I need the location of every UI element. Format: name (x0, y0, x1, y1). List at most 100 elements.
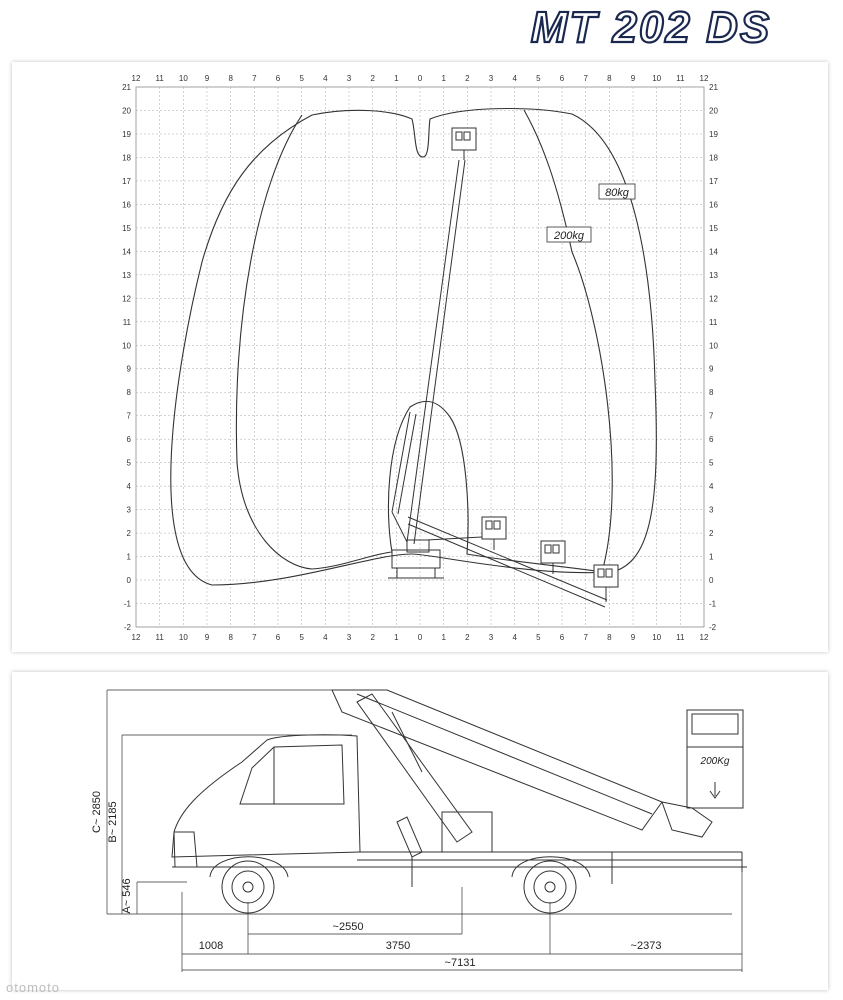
logo-text: MT 202 DS (531, 4, 772, 50)
basket-arrow (709, 782, 721, 799)
boom-horizontal (407, 516, 608, 608)
x-tick-label: 0 (418, 74, 423, 83)
envelope-80kg (170, 107, 657, 586)
y-tick-label: 2 (709, 529, 714, 538)
y-tick-label: 13 (709, 271, 718, 280)
y-tick-label: 19 (122, 130, 131, 139)
boom-vertical (391, 159, 466, 545)
dim-A-label: A~ 546 (121, 878, 133, 913)
front-grille (173, 831, 198, 868)
y-tick-label: 12 (122, 294, 131, 303)
y-tick-label: 21 (122, 83, 131, 92)
load-label-200kg: 200kg (553, 230, 585, 242)
x-tick-label: 6 (276, 74, 281, 83)
x-tick-label: 3 (489, 633, 494, 642)
y-tick-label: 14 (709, 247, 718, 256)
y-tick-label: 1 (709, 553, 714, 562)
y-tick-label: 9 (127, 365, 132, 374)
x-tick-label: 3 (347, 633, 352, 642)
y-tick-label: 3 (709, 506, 714, 515)
x-tick-label: 11 (676, 74, 685, 83)
y-tick-label: -1 (709, 600, 717, 609)
watermark: otomoto (6, 980, 60, 995)
x-tick-label: 1 (394, 74, 399, 83)
y-tick-label: 7 (127, 412, 132, 421)
y-tick-label: 6 (127, 435, 132, 444)
y-tick-label: 20 (122, 106, 131, 115)
y-tick-label: 21 (709, 83, 718, 92)
x-tick-label: 12 (132, 633, 141, 642)
basket-load-label: 200Kg (700, 756, 730, 767)
x-tick-label: 7 (583, 633, 588, 642)
y-tick-label: 17 (122, 177, 131, 186)
x-tick-label: 2 (465, 74, 470, 83)
y-tick-label: 20 (709, 106, 718, 115)
x-tick-label: 1 (441, 633, 446, 642)
x-tick-label: 4 (512, 633, 517, 642)
x-tick-label: 10 (652, 633, 661, 642)
x-tick-label: 11 (156, 74, 165, 83)
truck-side-view: C~ 2850 B~ 2185 A~ 546 ~2550 1008 3750 ~… (91, 689, 747, 972)
dim-3750-label: 3750 (386, 940, 410, 952)
y-tick-label: 1 (127, 553, 132, 562)
outrigger-front (396, 816, 423, 858)
y-tick-label: 13 (122, 271, 131, 280)
x-tick-label: 12 (132, 74, 141, 83)
y-tick-label: 7 (709, 412, 714, 421)
dim-2373-label: ~2373 (631, 940, 662, 952)
x-tick-label: 8 (607, 74, 612, 83)
x-tick-label: 9 (205, 633, 210, 642)
y-tick-label: 11 (709, 318, 718, 327)
x-tick-label: 7 (252, 633, 257, 642)
y-tick-label: 4 (127, 482, 132, 491)
y-tick-label: 18 (122, 153, 131, 162)
dim-B-label: B~ 2185 (107, 801, 119, 842)
boom-arm (356, 693, 473, 843)
x-tick-label: 3 (347, 74, 352, 83)
x-tick-label: 5 (299, 633, 304, 642)
range-grid (135, 86, 705, 628)
x-tick-label: 5 (299, 74, 304, 83)
basket (686, 709, 744, 809)
y-tick-label: 6 (709, 435, 714, 444)
x-tick-label: 0 (418, 633, 423, 642)
y-tick-label: 8 (709, 388, 714, 397)
basket-2 (540, 540, 566, 574)
y-tick-label: -2 (124, 623, 132, 632)
y-tick-label: 16 (122, 200, 131, 209)
y-tick-label: 17 (709, 177, 718, 186)
x-tick-label: 4 (512, 74, 517, 83)
x-tick-label: 5 (536, 74, 541, 83)
x-tick-label: 8 (228, 74, 233, 83)
x-tick-label: 2 (370, 633, 375, 642)
x-tick-label: 9 (631, 74, 636, 83)
y-tick-label: 2 (127, 529, 132, 538)
basket-top (451, 127, 477, 160)
x-tick-label: 7 (252, 74, 257, 83)
cab-window (239, 744, 345, 805)
x-tick-label: 11 (156, 633, 165, 642)
x-tick-label: 10 (179, 633, 188, 642)
x-tick-label: 12 (700, 74, 709, 83)
x-tick-label: 1 (441, 74, 446, 83)
y-tick-label: -2 (709, 623, 717, 632)
y-tick-label: 18 (709, 153, 718, 162)
y-tick-label: 5 (127, 459, 132, 468)
basket-1 (481, 516, 507, 550)
y-tick-label: 5 (709, 459, 714, 468)
dim-C-label: C~ 2850 (91, 791, 103, 833)
load-label-80kg: 80kg (605, 187, 630, 199)
x-tick-label: 6 (560, 74, 565, 83)
mt202ds-logo: MT 202 DS (530, 4, 772, 50)
x-tick-label: 1 (394, 633, 399, 642)
y-tick-label: 15 (122, 224, 131, 233)
y-tick-label: 14 (122, 247, 131, 256)
dim-2550-label: ~2550 (333, 921, 364, 933)
machine-base (388, 539, 444, 579)
y-tick-label: 10 (122, 341, 131, 350)
x-tick-label: 5 (536, 633, 541, 642)
x-tick-label: 2 (370, 74, 375, 83)
working-range-diagram: 1212111110109988776655443322110011223344… (122, 74, 718, 642)
x-tick-label: 8 (228, 633, 233, 642)
